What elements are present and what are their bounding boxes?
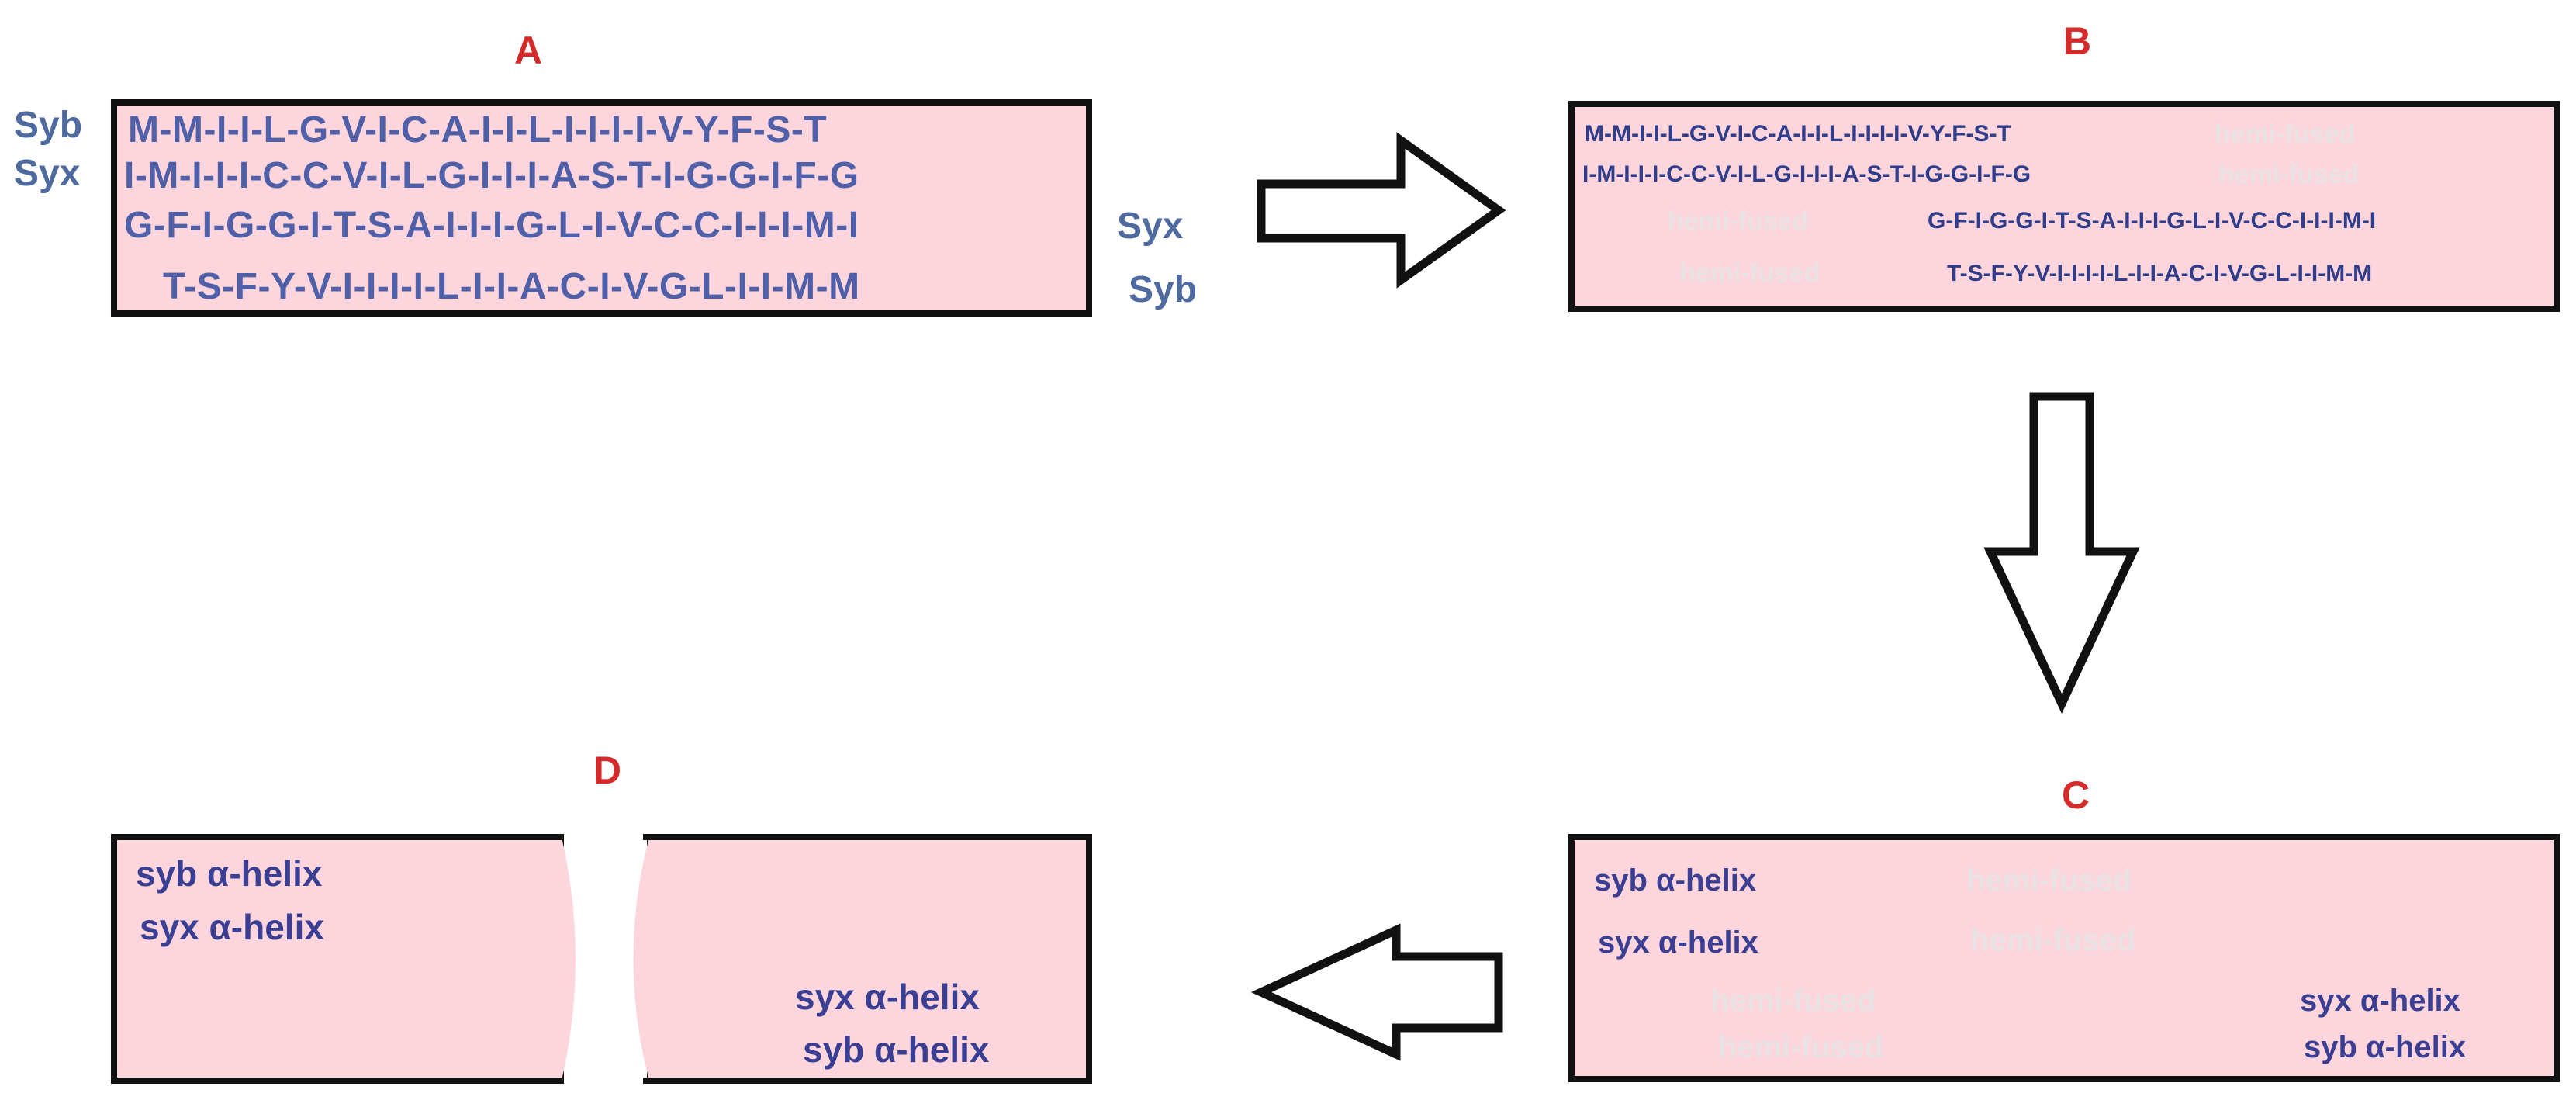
arrow-right-icon [1257,132,1506,289]
panel-c-syb-helix-right: syb α-helix [2304,1030,2467,1064]
panel-c-hemi-fused-2: hemi-fused [1970,923,2136,957]
panel-d-left-membrane [111,834,561,1084]
panel-a-left-label-syx: Syx [14,153,81,194]
panel-b-hemi-fused-3: hemi-fused [1668,206,1809,236]
panel-d-syb-helix-left: syb α-helix [136,853,323,894]
panel-b-hemi-fused-2: hemi-fused [2218,160,2360,189]
panel-c-box [1568,834,2560,1082]
panel-c-hemi-fused-1: hemi-fused [1966,863,2132,898]
panel-b-hemi-fused-4: hemi-fused [1679,258,1820,288]
panel-b-box [1568,101,2560,312]
panel-b-sequence-row-4: T-S-F-Y-V-I-I-I-I-L-I-I-A-C-I-V-G-L-I-I-… [1947,261,2373,286]
panel-b-title: B [2063,19,2092,63]
panel-b-sequence-row-3: G-F-I-G-G-I-T-S-A-I-I-I-G-L-I-V-C-C-I-I-… [1928,208,2377,234]
panel-a-sequence-row-3: G-F-I-G-G-I-T-S-A-I-I-I-G-L-I-V-C-C-I-I-… [124,205,859,246]
panel-a-sequence-row-4: T-S-F-Y-V-I-I-I-I-L-I-I-A-C-I-V-G-L-I-I-… [163,266,860,307]
panel-a-right-label-syb: Syb [1129,269,1198,310]
arrow-down-icon [1983,392,2140,714]
panel-a-sequence-row-1: M-M-I-I-L-G-V-I-C-A-I-I-L-I-I-I-I-V-Y-F-… [128,109,828,150]
panel-d-syx-helix-left: syx α-helix [140,907,324,947]
panel-c-hemi-fused-4: hemi-fused [1718,1030,1884,1064]
panel-d-syx-helix-right: syx α-helix [795,977,980,1017]
panel-c-syx-helix-right: syx α-helix [2300,984,2460,1018]
panel-a-left-label-syb: Syb [14,105,83,146]
panel-d-right-membrane [650,834,1092,1084]
panel-c-title: C [2062,773,2090,817]
panel-d-syb-helix-right: syb α-helix [803,1029,990,1070]
panel-a-sequence-row-2: I-M-I-I-I-C-C-V-I-L-G-I-I-I-A-S-T-I-G-G-… [124,155,859,196]
panel-c-syb-helix-left: syb α-helix [1594,863,1757,898]
panel-b-hemi-fused-1: hemi-fused [2215,119,2356,149]
panel-d-title: D [593,749,622,792]
panel-a-box [111,99,1092,317]
panel-b-sequence-row-1: M-M-I-I-L-G-V-I-C-A-I-I-L-I-I-I-I-V-Y-F-… [1585,121,2011,147]
fusion-pore-shape [553,834,654,1084]
panel-b-sequence-row-2: I-M-I-I-I-C-C-V-I-L-G-I-I-I-A-S-T-I-G-G-… [1582,161,2031,187]
panel-c-hemi-fused-3: hemi-fused [1710,984,1876,1018]
panel-a-right-label-syx: Syx [1117,206,1184,247]
arrow-left-icon [1250,923,1503,1061]
panel-a-title: A [514,29,543,72]
panel-c-syx-helix-left: syx α-helix [1598,925,1758,960]
